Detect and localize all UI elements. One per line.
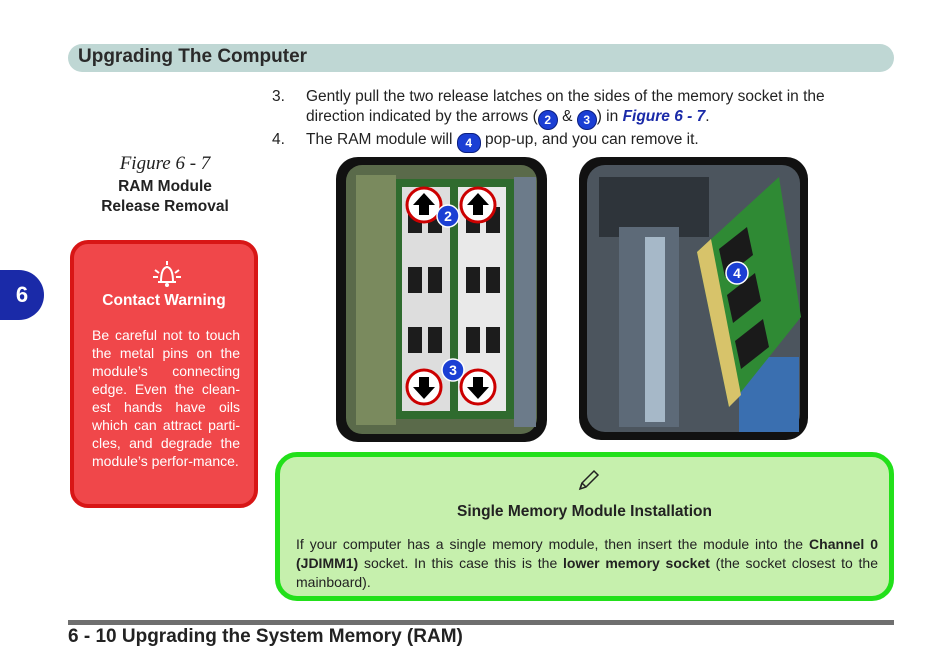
footer-rule — [68, 620, 894, 625]
step-item: 3. Gently pull the two release latches o… — [272, 87, 872, 130]
callout-2-label: 2 — [444, 208, 452, 224]
ram-popup-illustration: 4 — [587, 165, 801, 432]
figure-title: RAM Module Release Removal — [70, 177, 260, 217]
step-item: 4. The RAM module will 4 pop-up, and you… — [272, 130, 872, 153]
callout-4-label: 4 — [733, 265, 741, 281]
step-text-part: . — [705, 108, 710, 125]
single-module-note-box: Single Memory Module Installation If you… — [275, 452, 894, 601]
footer-page-title: 6 - 10 Upgrading the System Memory (RAM) — [68, 626, 463, 647]
figure-caption: Figure 6 - 7 RAM Module Release Removal — [70, 153, 260, 217]
step-text-part: The RAM module will — [306, 131, 457, 148]
note-body: If your computer has a single memory mod… — [296, 535, 878, 592]
warning-body: Be careful not to touch the metal pins o… — [92, 327, 240, 469]
callout-badge: 4 — [456, 133, 481, 153]
note-text-part: socket. In this case this is the — [358, 555, 564, 571]
contact-warning-box: Contact Warning Be careful not to touch … — [70, 240, 258, 508]
figure-link[interactable]: Figure 6 - 7 — [622, 108, 706, 125]
release-latch-arrows — [405, 186, 497, 406]
callout-badge: 3 — [576, 110, 597, 130]
section-title: Upgrading The Computer — [78, 46, 308, 67]
ram-socket-photo: 2 3 — [336, 157, 547, 442]
warning-title: Contact Warning — [102, 292, 226, 309]
chapter-number: 6 — [15, 282, 29, 307]
step-text-part: Gently pull the two release latches on t… — [306, 88, 825, 125]
bell-warning-icon — [153, 261, 181, 287]
figure-title-line: Release Removal — [101, 198, 229, 215]
channel-label: Channel 0 (JDIMM1) — [296, 536, 879, 571]
callout-3-label: 3 — [449, 362, 457, 378]
ram-socket-illustration: 2 3 — [346, 165, 537, 434]
section-header: Upgrading The Computer — [68, 44, 894, 72]
step-list: 3. Gently pull the two release latches o… — [272, 87, 872, 153]
callout-badge: 2 — [537, 110, 558, 130]
step-text: The RAM module will 4 pop-up, and you ca… — [306, 130, 872, 153]
step-text-part: ) in — [596, 108, 623, 125]
pencil-icon — [578, 469, 600, 491]
chapter-tab[interactable]: 6 — [0, 270, 44, 320]
ram-popup-photo: 4 — [579, 157, 808, 440]
step-text-part: pop-up, and you can remove it. — [480, 131, 699, 148]
step-text: Gently pull the two release latches on t… — [306, 87, 872, 130]
note-text-part: If your computer has a single memory mod… — [296, 536, 810, 552]
figure-label: Figure 6 - 7 — [119, 153, 211, 174]
note-text-part: (the socket closest to the mainboard). — [296, 555, 878, 590]
figure-title-line: RAM Module — [118, 178, 212, 195]
note-title: Single Memory Module Installation — [457, 503, 712, 520]
step-number: 4. — [272, 131, 285, 148]
step-text-part: & — [557, 108, 577, 125]
step-number: 3. — [272, 88, 285, 105]
socket-label: lower memory socket — [563, 555, 710, 571]
